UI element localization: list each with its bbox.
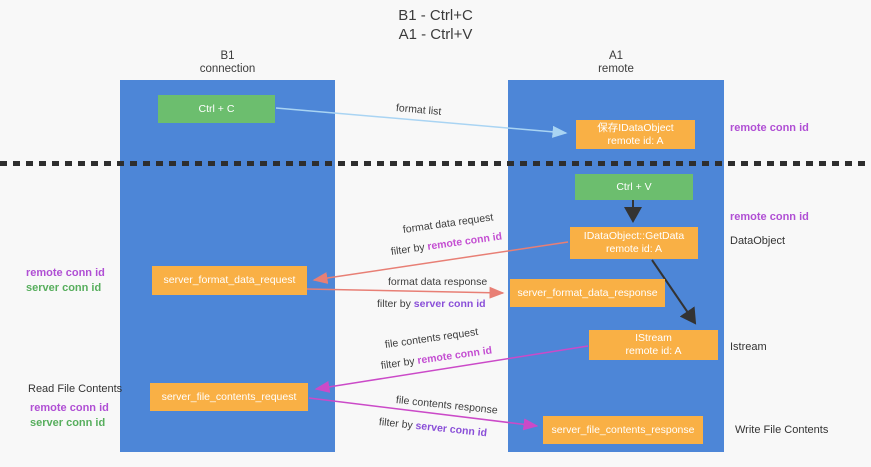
phase-separator-dashed-line [0, 161, 871, 166]
remote-conn-id-annotation-mid: remote conn id [730, 211, 809, 223]
ctrl-c-node: Ctrl + C [158, 95, 275, 123]
server-format-data-response-label: server_format_data_response [517, 286, 658, 299]
server-format-data-request-label: server_format_data_request [163, 274, 296, 286]
save-dataobject-line1: 保存IDataObject [597, 121, 674, 134]
remote-conn-id-annotation-top: remote conn id [730, 122, 809, 134]
save-dataobject-line2: remote id: A [607, 134, 664, 147]
remote-conn-id-text: remote conn id [416, 344, 493, 367]
right-column-name: A1 [608, 50, 624, 62]
server-format-data-response-node: server_format_data_response [510, 279, 665, 307]
dataobject-annotation: DataObject [730, 235, 786, 247]
server-conn-id-text: server conn id [414, 419, 488, 440]
istream-annotation: Istream [730, 341, 767, 353]
server-conn-id-annotation-left-1: server conn id [26, 282, 102, 294]
left-column-role: connection [199, 63, 256, 75]
title-line-1: B1 - Ctrl+C [398, 7, 473, 24]
getdata-line1: IDataObject::GetData [583, 230, 685, 242]
server-file-contents-request-label: server_file_contents_request [161, 390, 297, 403]
ctrl-v-node: Ctrl + V [575, 174, 693, 200]
getdata-node: IDataObject::GetData remote id: A [570, 227, 698, 259]
format-list-label: format list [395, 102, 442, 118]
ctrl-v-label: Ctrl + V [616, 180, 652, 193]
filter-by-text: filter by [390, 240, 429, 258]
format-data-request-label: format data request [402, 211, 495, 236]
ctrl-c-label: Ctrl + C [198, 102, 235, 115]
title-line-2: A1 - Ctrl+V [398, 26, 473, 43]
format-data-response-label: format data response [388, 276, 488, 288]
server-conn-id-annotation-left-2: server conn id [30, 417, 106, 429]
server-file-contents-response-node: server_file_contents_response [543, 416, 703, 444]
filter-by-server-conn-id-label-2: filter by server conn id [378, 416, 487, 439]
left-column-name: B1 [220, 50, 235, 62]
remote-conn-id-annotation-left-1: remote conn id [26, 267, 105, 279]
remote-conn-id-annotation-left-2: remote conn id [30, 402, 109, 414]
server-file-contents-request-node: server_file_contents_request [150, 383, 308, 411]
server-conn-id-text: server conn id [413, 298, 486, 310]
write-file-contents-annotation: Write File Contents [735, 424, 829, 436]
filter-by-text: filter by [378, 416, 417, 432]
right-column-role: remote [598, 63, 634, 75]
save-dataobject-node: 保存IDataObject remote id: A [576, 120, 695, 149]
filter-by-text: filter by [377, 298, 414, 310]
remote-conn-id-text: remote conn id [426, 230, 503, 253]
diagram-title: B1 - Ctrl+C A1 - Ctrl+V [0, 6, 871, 44]
read-file-contents-annotation: Read File Contents [28, 383, 123, 395]
file-contents-response-label: file contents response [395, 394, 499, 417]
filter-by-text: filter by [380, 354, 419, 372]
right-column-header: A1 remote [508, 50, 724, 76]
istream-line2: remote id: A [625, 345, 682, 357]
format-data-response-arrow [305, 286, 505, 299]
server-format-data-request-node: server_format_data_request [152, 266, 307, 295]
getdata-line2: remote id: A [605, 243, 663, 255]
filter-by-server-conn-id-label-1: filter by server conn id [377, 298, 486, 310]
left-column-header: B1 connection [120, 50, 335, 76]
istream-node: IStream remote id: A [589, 330, 718, 360]
istream-line1: IStream [635, 332, 672, 344]
server-file-contents-response-label: server_file_contents_response [551, 423, 695, 436]
